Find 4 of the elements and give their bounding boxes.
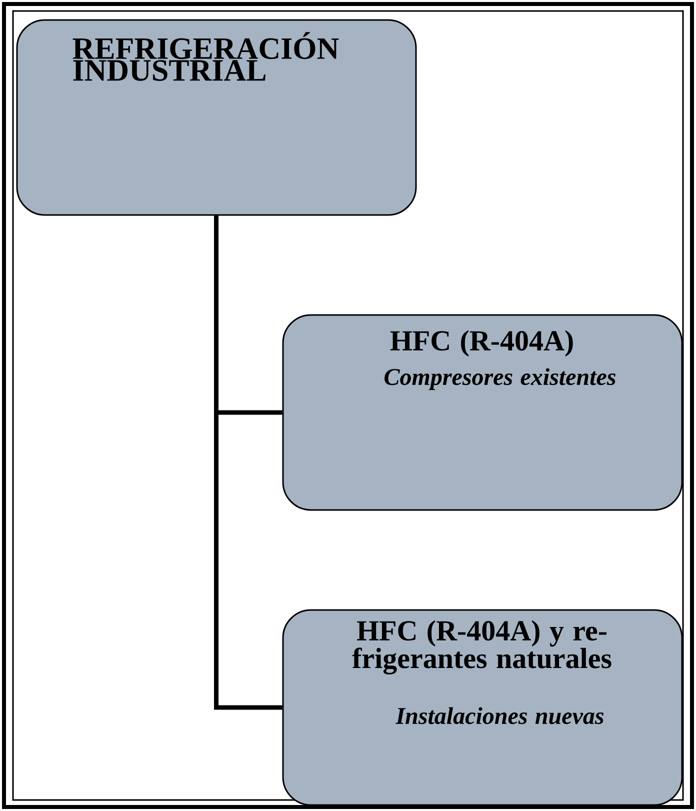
connector-line <box>214 216 282 710</box>
process-box: HFC (R-404A) Compresores existentes <box>282 314 683 511</box>
process-box: REFRIGERACIÓN INDUSTRIAL <box>16 19 417 216</box>
process-box: HFC (R-404A) y re- frigerantes naturales Instalaciones nuevas <box>282 609 683 806</box>
